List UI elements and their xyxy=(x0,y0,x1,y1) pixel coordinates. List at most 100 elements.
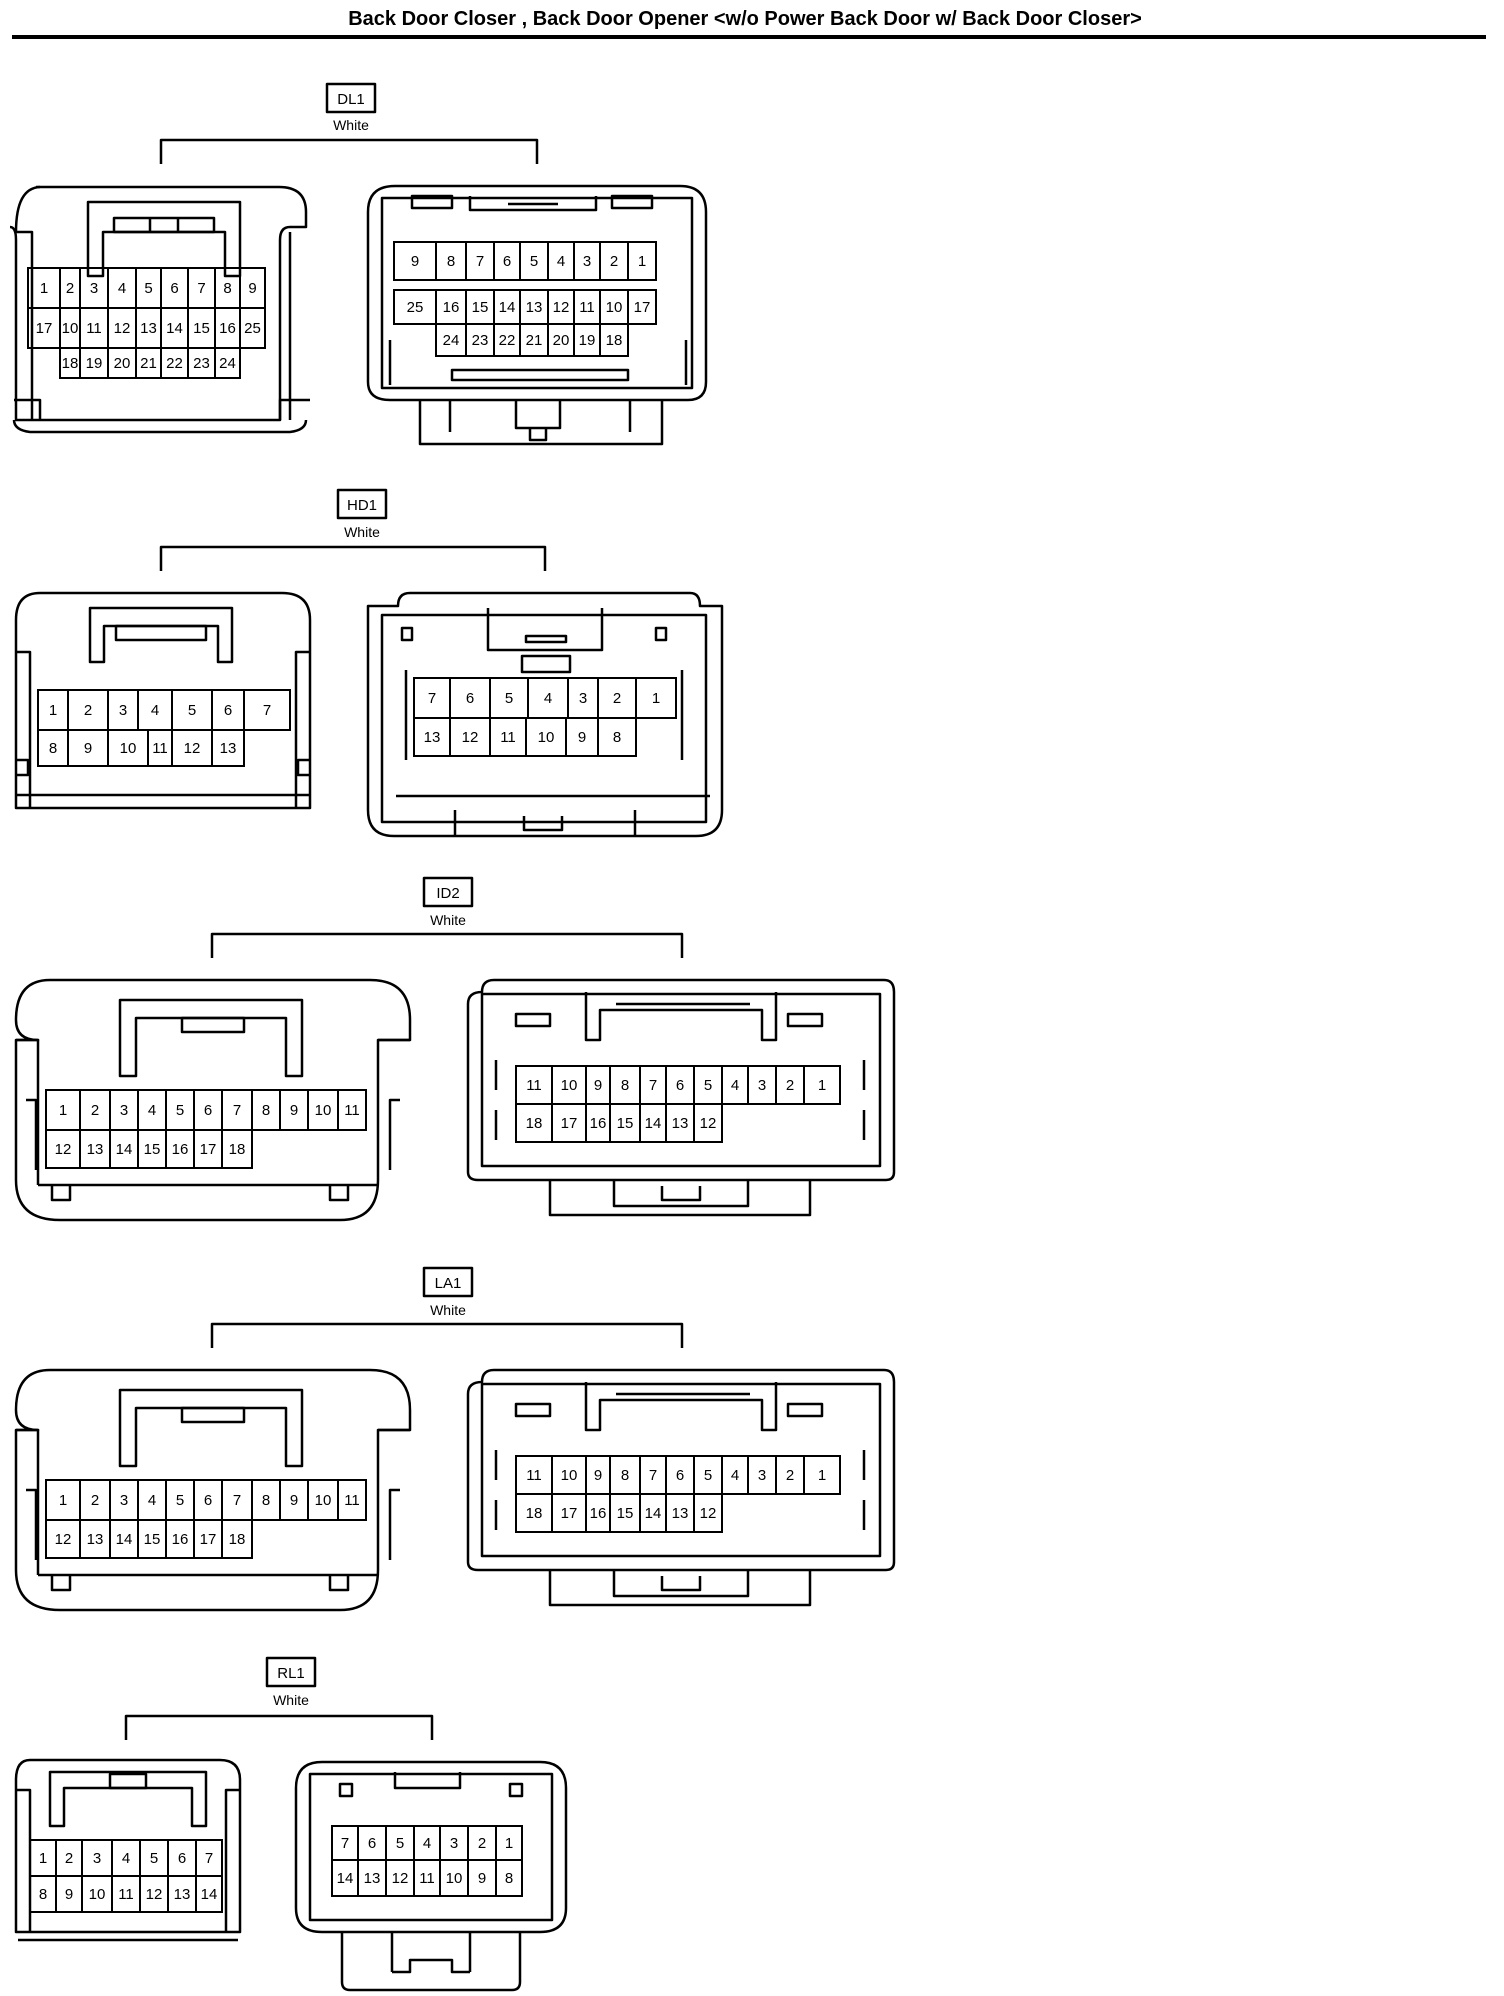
pin-number: 3 xyxy=(90,280,98,297)
pin-number: 20 xyxy=(114,355,131,372)
pin-number: 5 xyxy=(188,702,196,719)
connector-label-box xyxy=(422,1266,474,1298)
pin-number: 10 xyxy=(561,1467,578,1484)
connector-id-label: LA1 xyxy=(435,1275,462,1292)
pin-number: 6 xyxy=(204,1492,212,1509)
pin-number: 1 xyxy=(505,1835,513,1852)
pin-number: 18 xyxy=(526,1505,543,1522)
pin-number: 7 xyxy=(476,253,484,270)
connector-right-housing xyxy=(466,978,896,1217)
pin-number: 4 xyxy=(544,690,552,707)
pin-number: 11 xyxy=(344,1102,360,1119)
pin-number: 22 xyxy=(499,332,516,349)
connector-color-label: White xyxy=(333,117,369,133)
pin-number: 9 xyxy=(578,729,586,746)
pin-number: 11 xyxy=(86,320,102,337)
pin-number: 12 xyxy=(392,1870,409,1887)
pin-number: 17 xyxy=(200,1141,217,1158)
pin-number: 24 xyxy=(219,355,236,372)
pin-number: 10 xyxy=(538,729,555,746)
pin-number: 1 xyxy=(638,253,646,270)
pin-number: 8 xyxy=(49,740,57,757)
connector-right-housing xyxy=(294,1760,568,1992)
pin-number: 4 xyxy=(151,702,159,719)
pin-number: 2 xyxy=(478,1835,486,1852)
pin-number: 11 xyxy=(152,740,168,757)
pin-number: 13 xyxy=(220,740,237,757)
pin-number: 14 xyxy=(116,1141,133,1158)
pin-number: 22 xyxy=(166,355,183,372)
pin-number: 6 xyxy=(178,1850,186,1867)
connector-hd1 xyxy=(14,488,724,838)
pin-number: 5 xyxy=(176,1492,184,1509)
connector-left-housing xyxy=(14,978,412,1222)
pin-number: 8 xyxy=(613,729,621,746)
pin-number: 13 xyxy=(364,1870,381,1887)
pin-number: 20 xyxy=(553,332,570,349)
pin-number: 7 xyxy=(428,690,436,707)
pin-number: 10 xyxy=(606,299,623,316)
pin-number: 10 xyxy=(120,740,137,757)
pin-number: 4 xyxy=(122,1850,130,1867)
pin-number: 8 xyxy=(621,1077,629,1094)
pin-number: 1 xyxy=(59,1102,67,1119)
pin-number: 18 xyxy=(229,1141,246,1158)
pin-number: 12 xyxy=(553,299,570,316)
connector-color-label: White xyxy=(430,912,466,928)
pin-number: 14 xyxy=(645,1115,662,1132)
pin-number: 7 xyxy=(233,1492,241,1509)
pin-number: 9 xyxy=(65,1886,73,1903)
connector-color-label: White xyxy=(344,524,380,540)
connector-left-housing xyxy=(14,1368,412,1612)
connector-id-label: RL1 xyxy=(277,1665,305,1682)
pin-number: 12 xyxy=(114,320,131,337)
connector-id-label: DL1 xyxy=(337,91,365,108)
pin-number: 1 xyxy=(39,1850,47,1867)
connector-label-box xyxy=(265,1656,317,1688)
pin-number: 25 xyxy=(407,299,424,316)
pin-number: 5 xyxy=(505,690,513,707)
pin-number: 1 xyxy=(818,1467,826,1484)
pin-number: 17 xyxy=(561,1505,578,1522)
pin-number: 8 xyxy=(447,253,455,270)
pin-number: 4 xyxy=(731,1077,739,1094)
pin-cell xyxy=(597,717,637,757)
pin-number: 10 xyxy=(561,1077,578,1094)
pin-number: 1 xyxy=(49,702,57,719)
pin-number: 13 xyxy=(672,1115,689,1132)
pin-number: 17 xyxy=(561,1115,578,1132)
pin-number: 5 xyxy=(704,1077,712,1094)
connector-rl1 xyxy=(14,1656,568,1992)
pin-number: 15 xyxy=(144,1531,161,1548)
pin-cell xyxy=(599,323,629,357)
pin-number: 11 xyxy=(419,1870,435,1887)
pin-number: 17 xyxy=(200,1531,217,1548)
pin-number: 12 xyxy=(700,1505,717,1522)
pin-number: 24 xyxy=(443,332,460,349)
pin-number: 2 xyxy=(66,280,74,297)
pin-number: 12 xyxy=(55,1141,72,1158)
pin-cell xyxy=(221,1129,253,1169)
connector-id-label: HD1 xyxy=(347,497,377,514)
pin-number: 16 xyxy=(219,320,236,337)
connector-bracket xyxy=(159,138,539,164)
connector-label-box xyxy=(422,876,474,908)
pin-number: 7 xyxy=(649,1077,657,1094)
pin-number: 17 xyxy=(634,299,651,316)
pin-number: 6 xyxy=(224,702,232,719)
pin-number: 19 xyxy=(579,332,596,349)
pin-number: 12 xyxy=(462,729,479,746)
pin-number: 3 xyxy=(450,1835,458,1852)
pin-number: 1 xyxy=(652,690,660,707)
pin-number: 11 xyxy=(579,299,595,316)
pin-number: 13 xyxy=(140,320,157,337)
pin-number: 17 xyxy=(36,320,53,337)
pin-number: 3 xyxy=(758,1077,766,1094)
pin-number: 1 xyxy=(818,1077,826,1094)
pin-number: 3 xyxy=(583,253,591,270)
pin-number: 23 xyxy=(193,355,210,372)
pin-number: 11 xyxy=(344,1492,360,1509)
pin-number: 8 xyxy=(39,1886,47,1903)
connector-la1 xyxy=(14,1266,896,1612)
pin-number: 16 xyxy=(172,1141,189,1158)
